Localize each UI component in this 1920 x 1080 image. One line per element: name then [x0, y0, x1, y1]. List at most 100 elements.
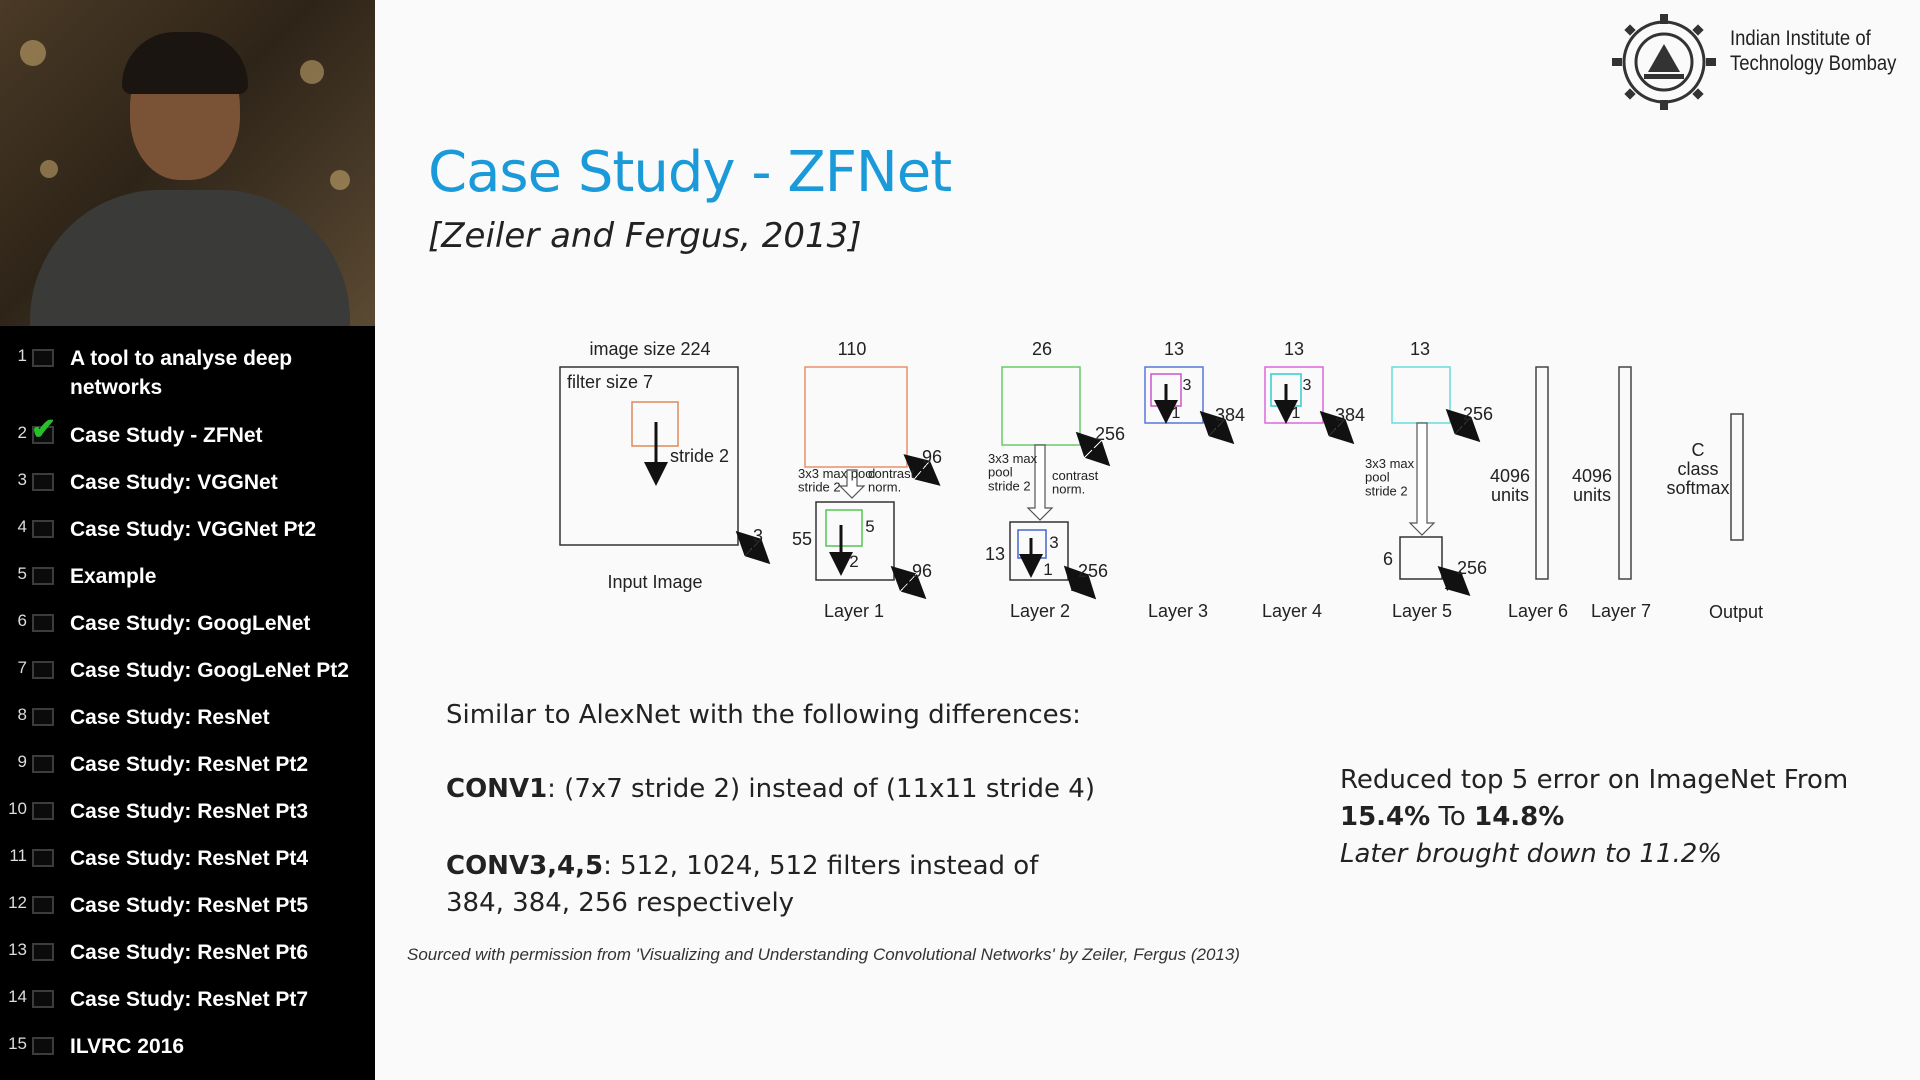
completion-checkbox[interactable] — [32, 896, 54, 914]
completion-checkbox[interactable] — [32, 755, 54, 773]
input-caption: Input Image — [607, 572, 702, 592]
background-light — [300, 60, 324, 84]
completion-checkbox[interactable] — [32, 1037, 54, 1055]
completion-checkbox[interactable] — [32, 349, 54, 367]
layer7-caption: Layer 7 — [1591, 601, 1651, 621]
slide-subtitle: [Zeiler and Fergus, 2013] — [428, 216, 862, 256]
instructor-body — [30, 190, 350, 326]
layer5-depth-arrow-bottom — [1437, 565, 1471, 597]
result-line-2: 15.4% To 14.8% — [1340, 799, 1848, 836]
completion-checkbox[interactable] — [32, 661, 54, 679]
instructor-hair — [122, 32, 248, 94]
layer1-pool-label: 3x3 max pool — [798, 466, 875, 481]
completion-checkbox[interactable] — [32, 943, 54, 961]
layer1-depth-arrow-bottom — [890, 565, 927, 600]
layer5-pool-label: stride 2 — [1365, 483, 1408, 498]
layer2-pool-label: pool — [988, 465, 1013, 480]
layer2-stride-label: 1 — [1043, 560, 1052, 579]
playlist-item-number: 1 — [17, 346, 27, 365]
playlist-item-label: ILVRC 2016 — [70, 1035, 184, 1058]
completion-checkbox[interactable] — [32, 567, 54, 585]
result-line-1: Reduced top 5 error on ImageNet From — [1340, 765, 1849, 795]
completion-checkbox[interactable] — [32, 520, 54, 538]
layer7-units-label: units — [1573, 485, 1611, 505]
layer4-depth-arrow — [1319, 410, 1355, 445]
playlist-item-label: A tool to analyse deep networks — [70, 347, 293, 399]
playlist-item-number: 12 — [8, 893, 27, 912]
input-image-box — [559, 366, 739, 546]
playlist-item-label: Case Study: ResNet Pt5 — [70, 894, 309, 917]
conv1-text: : (7x7 stride 2) instead of (11x11 strid… — [547, 774, 1095, 804]
layer1-norm-label: norm. — [868, 480, 901, 495]
background-light — [330, 170, 350, 190]
intro-text: Similar to AlexNet with the following di… — [446, 700, 1081, 730]
layer3-size-label: 13 — [1164, 339, 1184, 359]
input-depth-label: 3 — [753, 526, 763, 546]
layer2-norm-label: norm. — [1052, 482, 1085, 497]
layer2-pool-label: stride 2 — [988, 478, 1031, 493]
result-to: 14.8% — [1474, 802, 1565, 832]
layer1-inner-box — [825, 509, 863, 547]
layer1-depth-arrow-top — [903, 454, 941, 486]
playlist-item-number: 14 — [8, 987, 27, 1006]
layer5-depth-top-label: 256 — [1463, 404, 1493, 424]
layer2-pool-label: 3x3 max — [988, 451, 1038, 466]
output-label: softmax — [1666, 478, 1729, 498]
completion-checkbox[interactable] — [32, 849, 54, 867]
layer5-pool-label: 3x3 max — [1365, 456, 1415, 471]
layer1-norm-label: contrast — [868, 466, 915, 481]
playlist-item-number: 5 — [17, 564, 27, 583]
playlist-item-label: Case Study: VGGNet — [70, 471, 278, 494]
layer2-depth-arrow-top — [1075, 431, 1111, 467]
output-label: C — [1692, 440, 1705, 460]
layer1-box — [804, 366, 908, 468]
playlist-item-number: 11 — [9, 846, 27, 865]
result-from: 15.4% — [1340, 802, 1431, 832]
instructor-video[interactable] — [0, 0, 375, 326]
layer2-depth-arrow-bottom — [1063, 565, 1097, 600]
completion-checkbox[interactable] — [32, 614, 54, 632]
layer1-depth-top-label: 96 — [922, 447, 942, 467]
layer3-stride-label: 1 — [1172, 405, 1181, 422]
slide-title: Case Study - ZFNet — [428, 140, 952, 205]
completion-checkbox[interactable] — [32, 990, 54, 1008]
background-light — [40, 160, 58, 178]
completion-checkbox[interactable] — [32, 708, 54, 726]
playlist-item-label: Case Study: ResNet Pt6 — [70, 941, 309, 964]
playlist-item-label: Example — [70, 565, 157, 588]
input-depth-arrow — [735, 530, 771, 565]
playlist-item-number: 9 — [17, 752, 27, 771]
playlist-item-label: Case Study: ResNet Pt3 — [70, 800, 309, 823]
layer5-output-box — [1399, 536, 1443, 580]
layer2-output-box — [1009, 521, 1069, 581]
iitb-logo-icon — [1612, 14, 1716, 110]
conv345-text: : 512, 1024, 512 filters instead of 384,… — [446, 851, 1039, 918]
playlist-item-number: 10 — [8, 799, 27, 818]
playlist-item-label: Case Study: GoogLeNet Pt2 — [70, 659, 349, 682]
output-caption: Output — [1709, 602, 1763, 622]
conv1-line: CONV1: (7x7 stride 2) instead of (11x11 … — [446, 774, 1095, 804]
conv345-line: CONV3,4,5: 512, 1024, 512 filters instea… — [446, 848, 1086, 922]
layer4-caption: Layer 4 — [1262, 601, 1322, 621]
source-citation: Sourced with permission from 'Visualizin… — [407, 945, 1240, 964]
layer2-box — [1001, 366, 1081, 446]
playlist-item-label: Case Study - ZFNet — [70, 424, 263, 447]
completion-checkbox[interactable] — [32, 473, 54, 491]
layer5-side-label: 6 — [1383, 549, 1393, 569]
input-stride-label: stride 2 — [670, 446, 729, 466]
layer6-caption: Layer 6 — [1508, 601, 1568, 621]
layer2-pool-arrow — [1026, 444, 1054, 521]
layer7-column — [1618, 366, 1632, 580]
layer5-caption: Layer 5 — [1392, 601, 1452, 621]
completion-checkbox[interactable] — [32, 426, 54, 444]
layer5-pool-label: pool — [1365, 470, 1390, 485]
layer1-caption: Layer 1 — [824, 601, 884, 621]
layer4-size-label: 13 — [1284, 339, 1304, 359]
output-label: class — [1677, 459, 1718, 479]
layer4-inner-label: 3 — [1303, 377, 1312, 394]
background-light — [20, 40, 46, 66]
output-column — [1730, 413, 1744, 541]
completion-checkbox[interactable] — [32, 802, 54, 820]
playlist-item-label: Case Study: ResNet Pt7 — [70, 988, 309, 1011]
